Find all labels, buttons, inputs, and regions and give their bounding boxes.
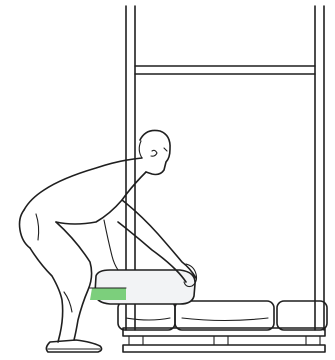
rear-leg-back	[30, 248, 63, 342]
rear-arm	[104, 220, 118, 270]
ear	[151, 150, 157, 156]
pack-crease-1	[126, 318, 170, 320]
pocket	[36, 214, 39, 240]
pallet	[123, 328, 325, 352]
green-band	[90, 288, 126, 300]
knee-fold	[64, 292, 72, 312]
person	[20, 130, 197, 352]
eye	[164, 148, 167, 151]
back-of-head	[139, 141, 142, 158]
pallet-block-left	[129, 336, 143, 345]
head	[140, 130, 170, 174]
front-arm-upper	[122, 200, 196, 278]
pack-lower-middle	[175, 301, 274, 330]
chest-line	[56, 172, 146, 224]
pallet-bottom-board	[123, 345, 325, 352]
lifted-pack	[90, 270, 195, 304]
filter-packs	[118, 301, 327, 330]
shoe	[46, 340, 101, 352]
pallet-block-middle	[214, 336, 228, 345]
hip-back	[20, 210, 31, 248]
pallet-block-right	[306, 336, 320, 345]
pack-crease-2	[182, 318, 268, 321]
pack-lower-right	[277, 301, 327, 330]
